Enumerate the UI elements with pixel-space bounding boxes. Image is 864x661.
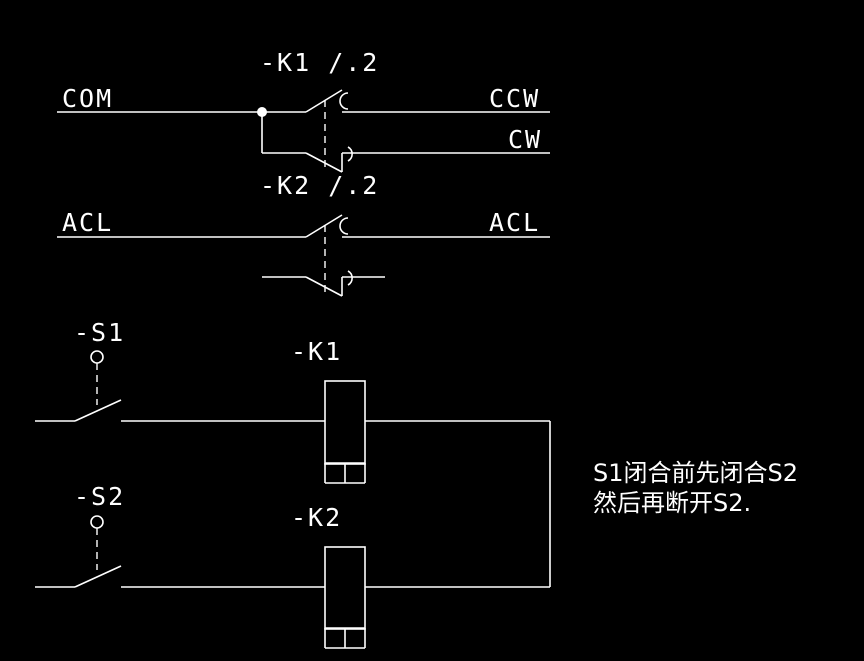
k2-changeover-contact: -K2 /.2 ACL ACL bbox=[57, 171, 550, 297]
k2-contact-label: -K2 /.2 bbox=[260, 171, 379, 200]
ccw-label: CCW bbox=[489, 84, 540, 113]
k1-contact-hook bbox=[339, 92, 349, 110]
s1-contact-blade bbox=[74, 399, 122, 422]
k1-contact-blade bbox=[305, 89, 343, 113]
s1-label: -S1 bbox=[74, 318, 125, 347]
s2-pushbutton-icon bbox=[90, 515, 104, 529]
s2-circuit: -S2 -K2 bbox=[35, 482, 550, 649]
k1-coil-label: -K1 bbox=[291, 337, 342, 366]
k1-lower-blade bbox=[305, 152, 343, 173]
k2-coil bbox=[324, 546, 366, 630]
s1-pushbutton-icon bbox=[90, 350, 104, 364]
note-line-2: 然后再断开S2. bbox=[593, 489, 752, 517]
k1-coil bbox=[324, 380, 366, 465]
note-line-1: S1闭合前先闭合S2 bbox=[593, 459, 799, 487]
instruction-note: S1闭合前先闭合S2 然后再断开S2. bbox=[593, 458, 798, 518]
k2-contact-blade bbox=[305, 214, 343, 238]
k2-coil-label: -K2 bbox=[291, 503, 342, 532]
s2-contact-blade bbox=[74, 565, 122, 588]
com-label: COM bbox=[62, 84, 113, 113]
acl-right-label: ACL bbox=[489, 208, 540, 237]
k2-lower-hook bbox=[347, 270, 353, 286]
k1-contact-label: -K1 /.2 bbox=[260, 48, 379, 77]
acl-left-label: ACL bbox=[62, 208, 113, 237]
k2-lower-blade bbox=[305, 276, 343, 297]
k1-lower-hook bbox=[347, 146, 353, 162]
s1-circuit: -S1 -K1 bbox=[35, 318, 550, 484]
cw-label: CW bbox=[508, 125, 542, 154]
k2-contact-hook bbox=[339, 217, 349, 235]
k1-changeover-contact: -K1 /.2 COM CCW CW bbox=[57, 48, 550, 173]
s2-label: -S2 bbox=[74, 482, 125, 511]
